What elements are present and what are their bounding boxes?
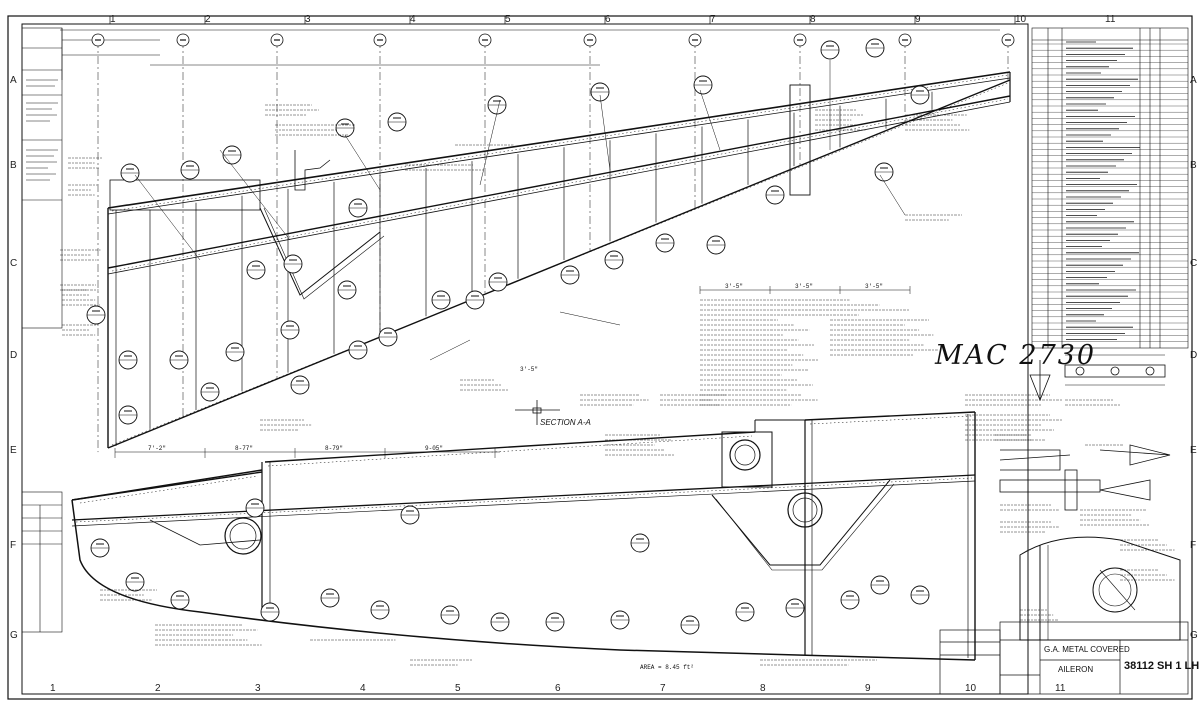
- zone-col-bottom-2: 2: [155, 683, 161, 694]
- zone-col-top-6: 6: [605, 14, 611, 25]
- zone-col-top-1: 1: [110, 14, 116, 25]
- inner-border: [21, 23, 1029, 695]
- zone-col-top-5: 5: [505, 14, 511, 25]
- zone-ticks: [109, 16, 1016, 24]
- zone-col-bottom-8: 8: [760, 683, 766, 694]
- zone-row-r-D: D: [1190, 350, 1198, 361]
- zone-col-top-9: 9: [915, 14, 921, 25]
- zone-row-r-A: A: [1190, 75, 1197, 86]
- zone-col-bottom-7: 7: [660, 683, 666, 694]
- leader-lines: [134, 60, 906, 361]
- zone-col-bottom-6: 6: [555, 683, 561, 694]
- section-label: SECTION A-A: [540, 418, 591, 427]
- dim-1: 7'-2": [148, 445, 167, 452]
- zone-col-top-7: 7: [710, 14, 716, 25]
- section-aa-detail: [515, 400, 560, 425]
- upper-rivet-lines: [111, 74, 1009, 446]
- zone-row-r-E: E: [1190, 445, 1197, 456]
- station-dim-1: 3'-5": [725, 283, 744, 290]
- upper-aileron-outline: [107, 71, 1011, 449]
- outer-border: [7, 15, 1193, 700]
- zone-row-l-G: G: [10, 630, 18, 641]
- zone-col-bottom-11: 11: [1055, 683, 1066, 694]
- title-part-name: AILERON: [1058, 665, 1094, 674]
- lower-rivet-lines: [75, 415, 973, 523]
- zone-row-l-E: E: [10, 445, 17, 456]
- station-dim-4: 3'-5": [520, 366, 539, 373]
- zone-col-bottom-4: 4: [360, 683, 366, 694]
- zone-col-top-2: 2: [205, 14, 211, 25]
- detail-section-clips: [999, 444, 1171, 511]
- zone-col-bottom-9: 9: [865, 683, 871, 694]
- dim-4: 9-05": [425, 445, 444, 452]
- zone-col-bottom-1: 1: [50, 683, 56, 694]
- lower-notes: [100, 589, 1059, 666]
- zone-row-l-C: C: [10, 258, 18, 269]
- dim-2: 8-77": [235, 445, 254, 452]
- zone-row-r-C: C: [1190, 258, 1198, 269]
- lower-area-dim: AREA = 8.45 ft²: [640, 664, 695, 671]
- zone-col-top-4: 4: [410, 14, 416, 25]
- lower-aileron-outline: [71, 411, 976, 661]
- detail-hinge-section: [1019, 536, 1181, 641]
- zone-row-l-A: A: [10, 75, 17, 86]
- lightening-holes: [224, 439, 823, 555]
- zone-col-top-8: 8: [810, 14, 816, 25]
- station-dim-2: 3'-5": [795, 283, 814, 290]
- zone-row-l-B: B: [10, 160, 17, 171]
- station-lines: [97, 40, 1009, 453]
- detail-bar-strip: [1029, 354, 1166, 402]
- zone-col-bottom-10: 10: [965, 683, 977, 694]
- zone-col-top-11: 11: [1105, 14, 1116, 25]
- zone-col-bottom-5: 5: [455, 683, 461, 694]
- title-drawing-number: 38112 SH 1 LH: [1124, 660, 1200, 672]
- zone-row-l-F: F: [10, 540, 17, 551]
- left-revision-block: [21, 27, 160, 633]
- upper-callout-balloons: [86, 38, 930, 425]
- lower-callout-balloons: [90, 498, 930, 635]
- upper-dimension-lines: [60, 29, 1000, 458]
- parts-list-table: [1031, 27, 1189, 349]
- zone-row-r-B: B: [1190, 160, 1197, 171]
- zone-row-r-F: F: [1190, 540, 1197, 551]
- zone-col-top-3: 3: [305, 14, 311, 25]
- handwritten-annotation: MAC 2730: [935, 340, 1097, 371]
- dim-3: 8-79": [325, 445, 344, 452]
- station-dim-3: 3'-5": [865, 283, 884, 290]
- zone-row-r-G: G: [1190, 630, 1198, 641]
- station-balloons: [91, 33, 1015, 47]
- parts-list-rows: [1032, 41, 1188, 342]
- zone-row-l-D: D: [10, 350, 18, 361]
- right-notes: [965, 394, 1175, 581]
- upper-notes: [60, 104, 970, 456]
- title-company: G.A. METAL COVERED: [1044, 645, 1130, 654]
- zone-col-bottom-3: 3: [255, 683, 261, 694]
- zone-col-top-10: 10: [1015, 14, 1027, 25]
- left-block-text: [26, 79, 58, 181]
